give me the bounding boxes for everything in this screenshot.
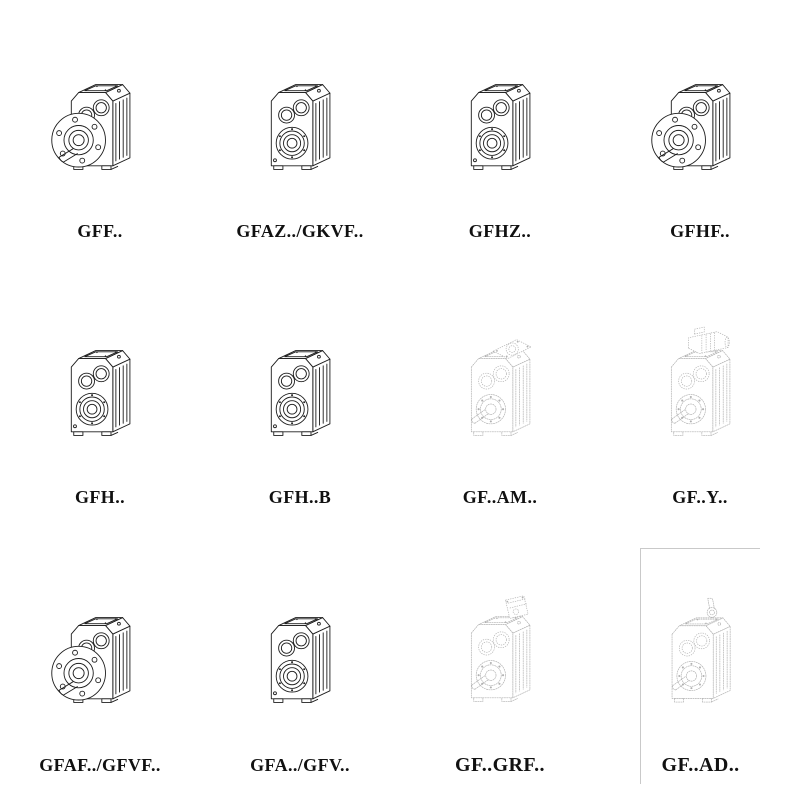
product-label: GFHZ..	[468, 221, 532, 242]
drawing-area	[442, 552, 558, 752]
product-cell-gf-am: GF..AM..	[440, 282, 560, 516]
product-label: GF..Y..	[672, 487, 728, 508]
gearbox-hollow-bore-drawing	[42, 287, 158, 485]
product-cell-gfa-gfv: GFA../GFV..	[240, 548, 360, 784]
gearbox-flange-drawing	[642, 21, 758, 219]
product-cell-gff: GFF..	[40, 16, 160, 250]
gearbox-iec-adapter-phantom-drawing	[442, 279, 558, 493]
product-cell-gfhf: GFHF..	[640, 16, 760, 250]
gearbox-flange-drawing	[42, 21, 158, 219]
gearbox-hollow-bore-drawing	[242, 554, 358, 752]
drawing-area	[643, 553, 758, 752]
product-cell-gf-y: GF..Y..	[640, 282, 760, 516]
gearbox-input-shaft-phantom-drawing	[643, 546, 758, 760]
product-label: GFA../GFV..	[250, 755, 350, 776]
drawing-area	[442, 20, 558, 220]
product-label: GFAZ../GKVF..	[236, 221, 364, 242]
product-label: GFF..	[77, 221, 123, 242]
product-label: GF..AM..	[462, 487, 538, 508]
drawing-area	[42, 552, 158, 754]
drawing-area	[242, 552, 358, 754]
gearbox-adapter-block-phantom-drawing	[442, 545, 558, 759]
product-label: GFH..B	[268, 487, 332, 508]
product-label: GFH..	[75, 487, 125, 508]
product-label: GFAF../GFVF..	[39, 755, 161, 776]
drawing-area	[242, 286, 358, 486]
gearbox-hollow-bore-drawing	[242, 21, 358, 219]
product-cell-gfaz-gkvf: GFAZ../GKVF..	[236, 16, 363, 250]
product-cell-gfh-b: GFH..B	[240, 282, 360, 516]
drawing-area	[642, 286, 758, 486]
product-cell-gf-grf: GF..GRF..	[440, 548, 560, 784]
gearbox-motor-phantom-drawing	[642, 279, 758, 493]
gearbox-flange-drawing	[42, 554, 158, 752]
product-cell-gfhz: GFHZ..	[440, 16, 560, 250]
product-label: GF..AD..	[661, 754, 740, 776]
gearbox-hollow-bore-drawing	[242, 287, 358, 485]
drawing-area	[642, 20, 758, 220]
product-label: GFHF..	[670, 221, 730, 242]
drawing-area	[242, 20, 358, 220]
product-cell-gf-ad: GF..AD..	[640, 548, 760, 784]
gearbox-hollow-bore-drawing	[442, 21, 558, 219]
product-cell-gfaf-gfvf: GFAF../GFVF..	[39, 548, 161, 784]
product-label: GF..GRF..	[455, 754, 545, 776]
drawing-area	[42, 286, 158, 486]
drawing-area	[42, 20, 158, 220]
product-cell-gfh: GFH..	[40, 282, 160, 516]
drawing-area	[442, 286, 558, 486]
